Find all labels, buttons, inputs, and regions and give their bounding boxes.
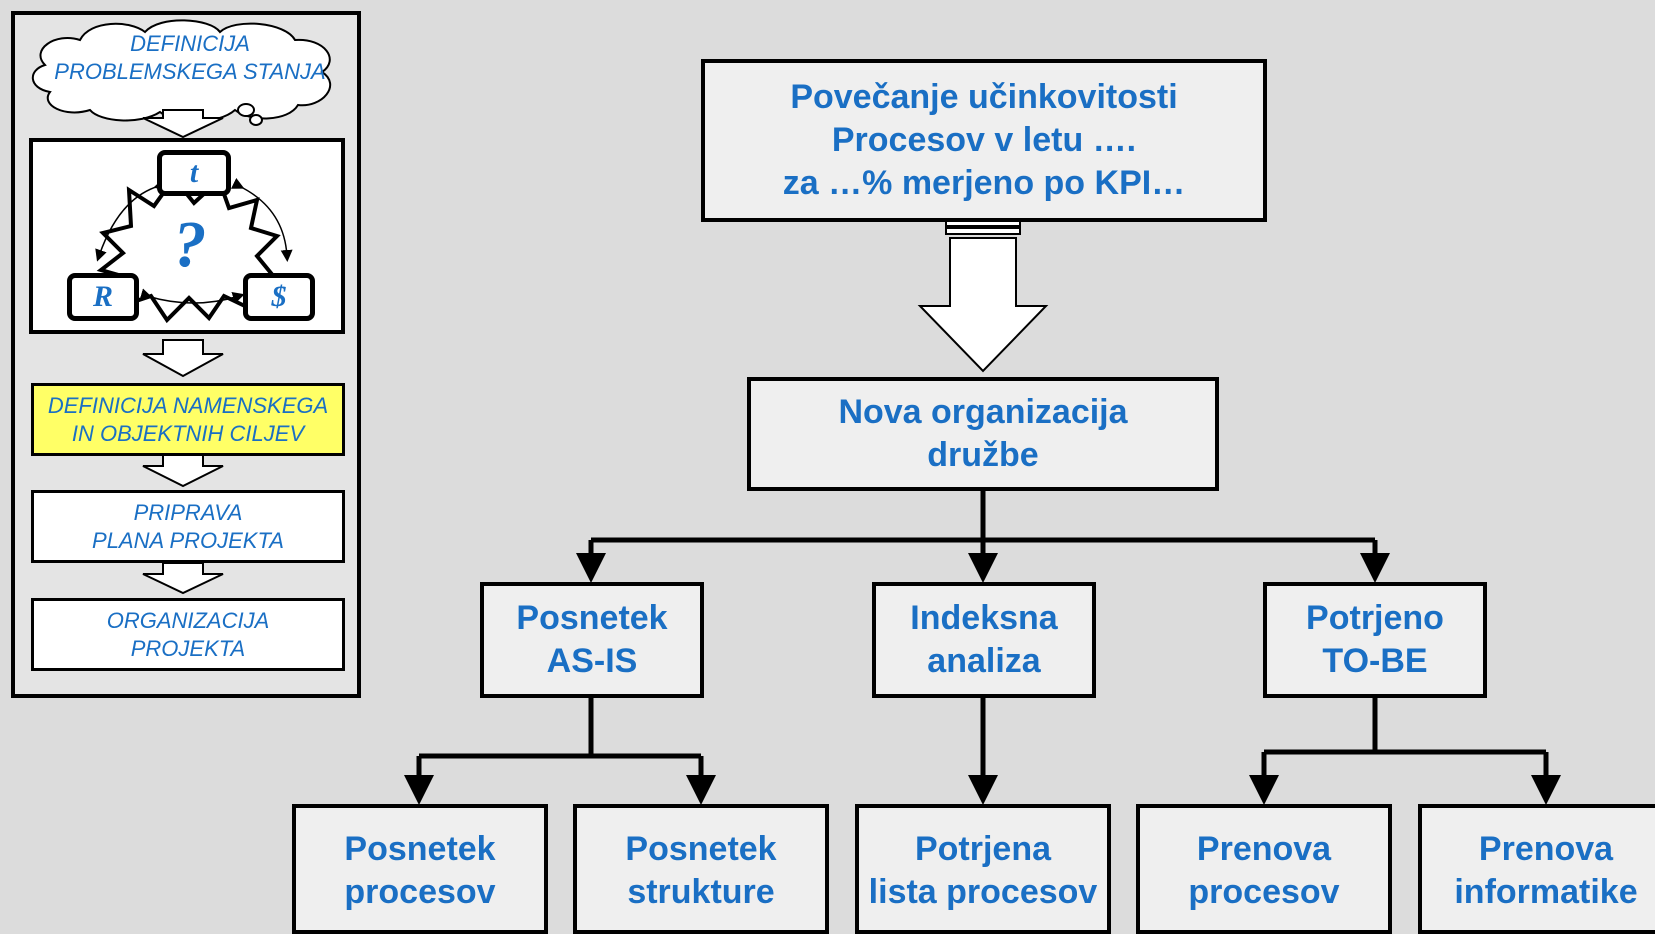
problem-definition-line-2: PROBLEMSKEGA STANJA bbox=[54, 59, 326, 84]
org-line-2: PROJEKTA bbox=[130, 635, 246, 661]
asis-line-1: Posnetek bbox=[516, 599, 668, 637]
cost-node: $ bbox=[243, 273, 315, 321]
tobe-line-2: TO-BE bbox=[1322, 642, 1428, 680]
goal-line-2: Procesov v letu …. bbox=[831, 121, 1137, 159]
question-mark: ? bbox=[173, 208, 207, 281]
connector-layer bbox=[404, 219, 1561, 805]
process-list-line-2: lista procesov bbox=[868, 873, 1098, 911]
down-arrow-icon bbox=[142, 454, 224, 488]
problem-definition-line-1: DEFINICIJA bbox=[130, 31, 250, 56]
asis-line-2: AS-IS bbox=[546, 642, 638, 680]
project-organization-box: ORGANIZACIJA PROJEKTA bbox=[31, 598, 345, 671]
time-node: t bbox=[157, 150, 231, 196]
tobe-branch-connectors bbox=[1249, 698, 1561, 805]
structure-snapshot-line-1: Posnetek bbox=[625, 830, 777, 868]
goal-line-3: za …% merjeno po KPI… bbox=[782, 164, 1186, 202]
root-line-1: Nova organizacija bbox=[838, 393, 1128, 431]
goals-definition-box: DEFINICIJA NAMENSKEGA IN OBJEKTNIH CILJE… bbox=[31, 383, 345, 456]
process-snapshot-line-2: procesov bbox=[344, 873, 496, 911]
index-analysis-box: Indeksna analiza bbox=[872, 582, 1096, 698]
plan-line-1: PRIPRAVA bbox=[133, 499, 243, 525]
down-arrow-icon bbox=[142, 109, 224, 139]
process-renewal-box: Prenova procesov bbox=[1136, 804, 1392, 934]
it-renewal-box: Prenova informatike bbox=[1418, 804, 1655, 934]
it-renewal-line-2: informatike bbox=[1454, 873, 1638, 911]
tobe-box: Potrjeno TO-BE bbox=[1263, 582, 1487, 698]
goals-line-2: IN OBJEKTNIH CILJEV bbox=[71, 420, 305, 446]
down-arrow-icon bbox=[142, 339, 224, 378]
process-list-line-1: Potrjena bbox=[914, 830, 1052, 868]
process-renewal-line-1: Prenova bbox=[1196, 830, 1332, 868]
tobe-line-1: Potrjeno bbox=[1306, 599, 1444, 637]
goal-line-1: Povečanje učinkovitosti bbox=[790, 78, 1178, 116]
org-line-1: ORGANIZACIJA bbox=[106, 607, 270, 633]
it-renewal-line-1: Prenova bbox=[1478, 830, 1614, 868]
project-plan-box: PRIPRAVA PLANA PROJEKTA bbox=[31, 490, 345, 563]
asis-box: Posnetek AS-IS bbox=[480, 582, 704, 698]
goal-box: Povečanje učinkovitosti Procesov v letu … bbox=[701, 59, 1267, 222]
root-node-box: Nova organizacija družbe bbox=[747, 377, 1219, 491]
root-line-2: družbe bbox=[927, 436, 1039, 474]
process-renewal-line-2: procesov bbox=[1188, 873, 1340, 911]
process-list-box: Potrjena lista procesov bbox=[855, 804, 1111, 934]
problem-definition-text: DEFINICIJA PROBLEMSKEGA STANJA bbox=[20, 30, 360, 90]
index-line-2: analiza bbox=[927, 642, 1041, 680]
down-arrow-icon bbox=[142, 562, 224, 595]
thought-cloud-icon bbox=[31, 19, 331, 126]
resources-node: R bbox=[67, 273, 139, 321]
process-snapshot-line-1: Posnetek bbox=[344, 830, 496, 868]
process-snapshot-box: Posnetek procesov bbox=[292, 804, 548, 934]
index-line-1: Indeksna bbox=[910, 599, 1058, 637]
sidebar-arrows bbox=[142, 109, 224, 595]
plan-line-2: PLANA PROJEKTA bbox=[92, 527, 284, 553]
big-down-arrow bbox=[917, 219, 1049, 373]
root-branch-connectors bbox=[576, 491, 1390, 583]
structure-snapshot-line-2: strukture bbox=[627, 873, 775, 911]
goals-line-1: DEFINICIJA NAMENSKEGA bbox=[47, 392, 329, 418]
asis-branch-connectors bbox=[404, 698, 716, 805]
